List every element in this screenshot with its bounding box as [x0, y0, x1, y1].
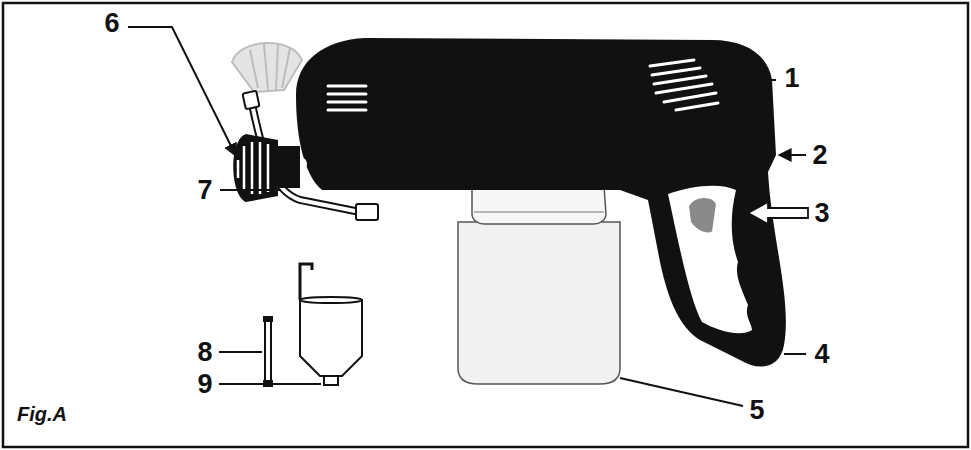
vent — [664, 93, 716, 102]
vent — [650, 60, 694, 66]
hollow-arrow — [748, 202, 808, 224]
callout-number: 4 — [814, 341, 829, 368]
tube-fitting — [356, 204, 378, 220]
callout-number: 8 — [197, 339, 212, 366]
leader-line — [219, 383, 321, 385]
collar-line — [474, 211, 604, 212]
cup-rim — [300, 297, 362, 303]
paint-container — [458, 222, 620, 384]
cap-ridges — [250, 44, 290, 90]
trigger — [688, 197, 717, 233]
callout-number: 9 — [197, 371, 212, 398]
callout-number: 6 — [104, 10, 119, 37]
vent — [328, 93, 366, 96]
viscosity-cup — [300, 300, 362, 376]
vent — [652, 68, 700, 75]
tube-fitting — [242, 91, 259, 110]
gun-body — [296, 38, 786, 367]
leader-arrow — [779, 154, 806, 156]
figure-frame — [3, 3, 968, 447]
leader-line — [219, 351, 262, 353]
vent — [328, 109, 366, 112]
vent — [676, 103, 718, 110]
callout-number: 5 — [749, 397, 764, 424]
container-collar — [472, 186, 606, 224]
cup-tip — [324, 376, 338, 385]
adjustment-knob — [233, 134, 278, 202]
leader-line — [220, 189, 281, 191]
callout-number: 3 — [814, 200, 829, 227]
leader-line — [784, 353, 806, 355]
nozzle-cap — [232, 43, 302, 92]
leader-line — [620, 378, 743, 406]
cup-hook — [300, 264, 312, 300]
vents — [328, 60, 718, 110]
leader-line — [722, 79, 776, 81]
rod-cap — [263, 316, 273, 322]
leader-line — [128, 27, 236, 156]
callout-number: 1 — [784, 65, 799, 92]
figure-caption: Fig.A — [17, 404, 67, 424]
vent — [328, 85, 366, 88]
knob-ridges — [238, 142, 268, 194]
callout-number: 2 — [812, 142, 827, 169]
vent — [654, 76, 706, 84]
rod — [265, 318, 271, 384]
vent — [328, 101, 366, 104]
vent — [656, 84, 712, 93]
trigger-opening — [668, 186, 752, 334]
callout-number: 7 — [197, 177, 212, 204]
